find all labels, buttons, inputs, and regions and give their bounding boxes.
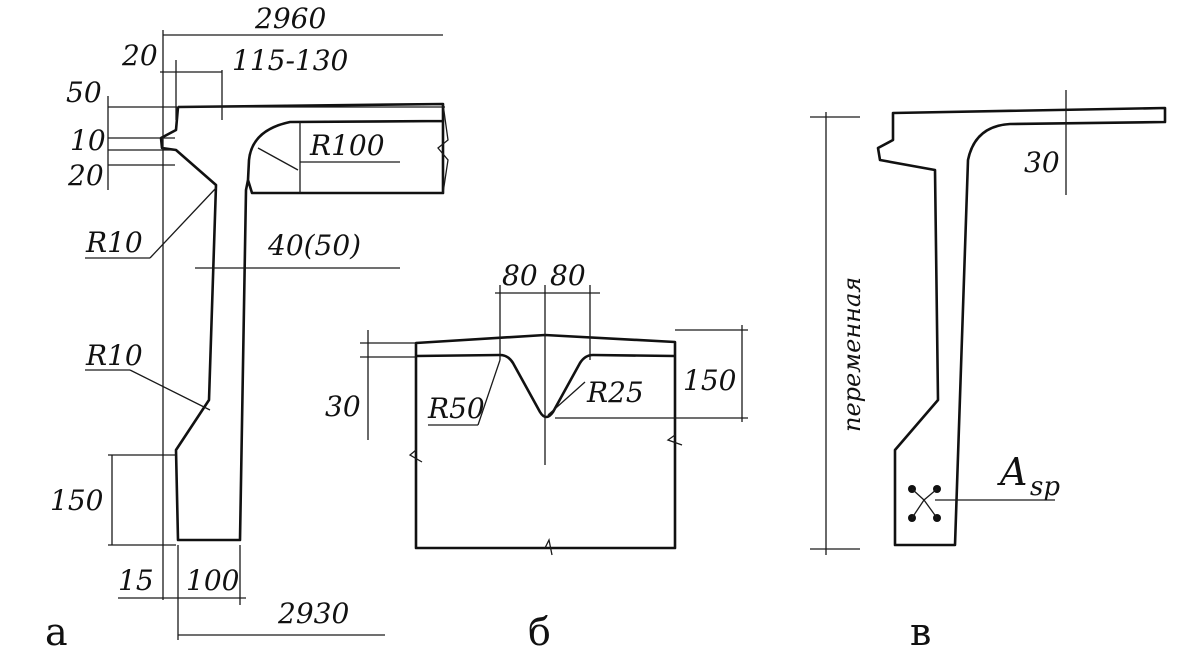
dim-150: 150 <box>683 364 736 397</box>
dim-30: 30 <box>1024 146 1060 179</box>
panel-a-outline <box>159 102 445 542</box>
dim-2930: 2930 <box>277 597 349 630</box>
dim-30: 30 <box>325 390 361 423</box>
dim-r25: R25 <box>586 376 644 409</box>
asp-subscript: sp <box>1030 472 1060 502</box>
dim-2960: 2960 <box>254 2 326 35</box>
panel-a-rib-section: 2960 20 115-130 50 10 20 R100 R10 40(50)… <box>45 2 449 654</box>
dim-10: 10 <box>70 124 106 157</box>
dim-r10-upper: R10 <box>85 226 143 259</box>
dim-r100: R100 <box>309 129 385 162</box>
dim-r10-lower: R10 <box>85 339 143 372</box>
dim-r50: R50 <box>427 392 485 425</box>
dim-80-left: 80 <box>502 259 538 292</box>
dim-20-top: 20 <box>121 39 158 72</box>
dim-80-right: 80 <box>550 259 586 292</box>
panel-c-outline <box>876 106 1167 547</box>
caption-c: в <box>910 610 931 654</box>
dim-150: 150 <box>50 484 103 517</box>
panel-b-groove-detail: 80 80 30 150 R50 R25 б <box>325 259 748 654</box>
dim-40-50: 40(50) <box>267 229 361 262</box>
dim-20-left: 20 <box>67 159 104 192</box>
caption-a: а <box>45 610 68 654</box>
panel-b-outline <box>414 333 677 550</box>
dim-50: 50 <box>66 76 102 109</box>
dim-115-130: 115-130 <box>232 44 348 77</box>
asp-label: A <box>997 450 1027 494</box>
dim-15: 15 <box>118 564 154 597</box>
panel-c-rib-section: 30 переменная A sp в <box>810 90 1167 654</box>
dim-100: 100 <box>186 564 239 597</box>
dim-variable: переменная <box>838 277 866 432</box>
caption-b: б <box>528 610 551 654</box>
